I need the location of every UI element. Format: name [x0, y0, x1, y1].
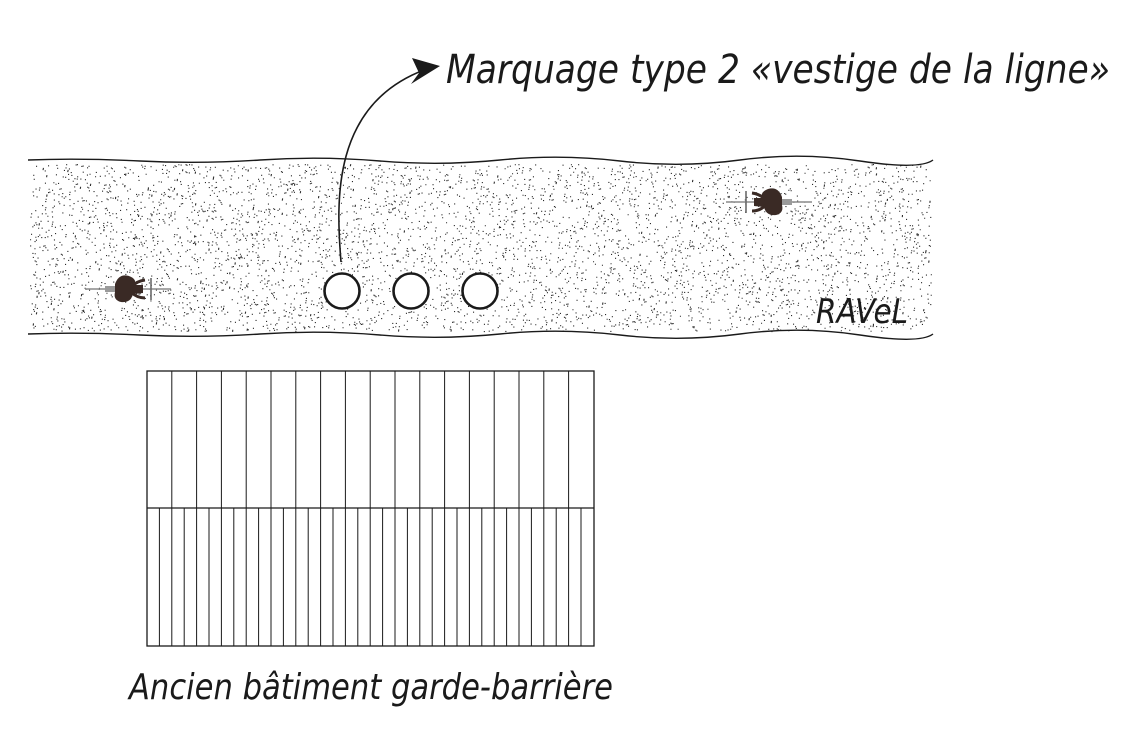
path-label: RAVeL — [816, 292, 908, 332]
lower-roof-slats — [158, 508, 582, 646]
path-edge-top — [27, 155, 934, 166]
ravel-path — [27, 155, 934, 340]
path-edge-bottom — [27, 329, 934, 340]
upper-roof-slats — [171, 371, 570, 508]
leader-arrow — [338, 58, 440, 263]
cyclist-icon — [726, 188, 812, 216]
marking-circle-2 — [392, 272, 430, 310]
annotation-label: Marquage type 2 «vestige de la ligne» — [446, 47, 1110, 93]
cyclist-icon — [85, 275, 171, 303]
building-label: Ancien bâtiment garde-barrière — [127, 667, 613, 708]
guard-house-building — [146, 370, 595, 647]
marking-circle-3 — [461, 272, 499, 310]
marking-circles — [323, 272, 499, 310]
marking-circle-1 — [323, 272, 361, 310]
